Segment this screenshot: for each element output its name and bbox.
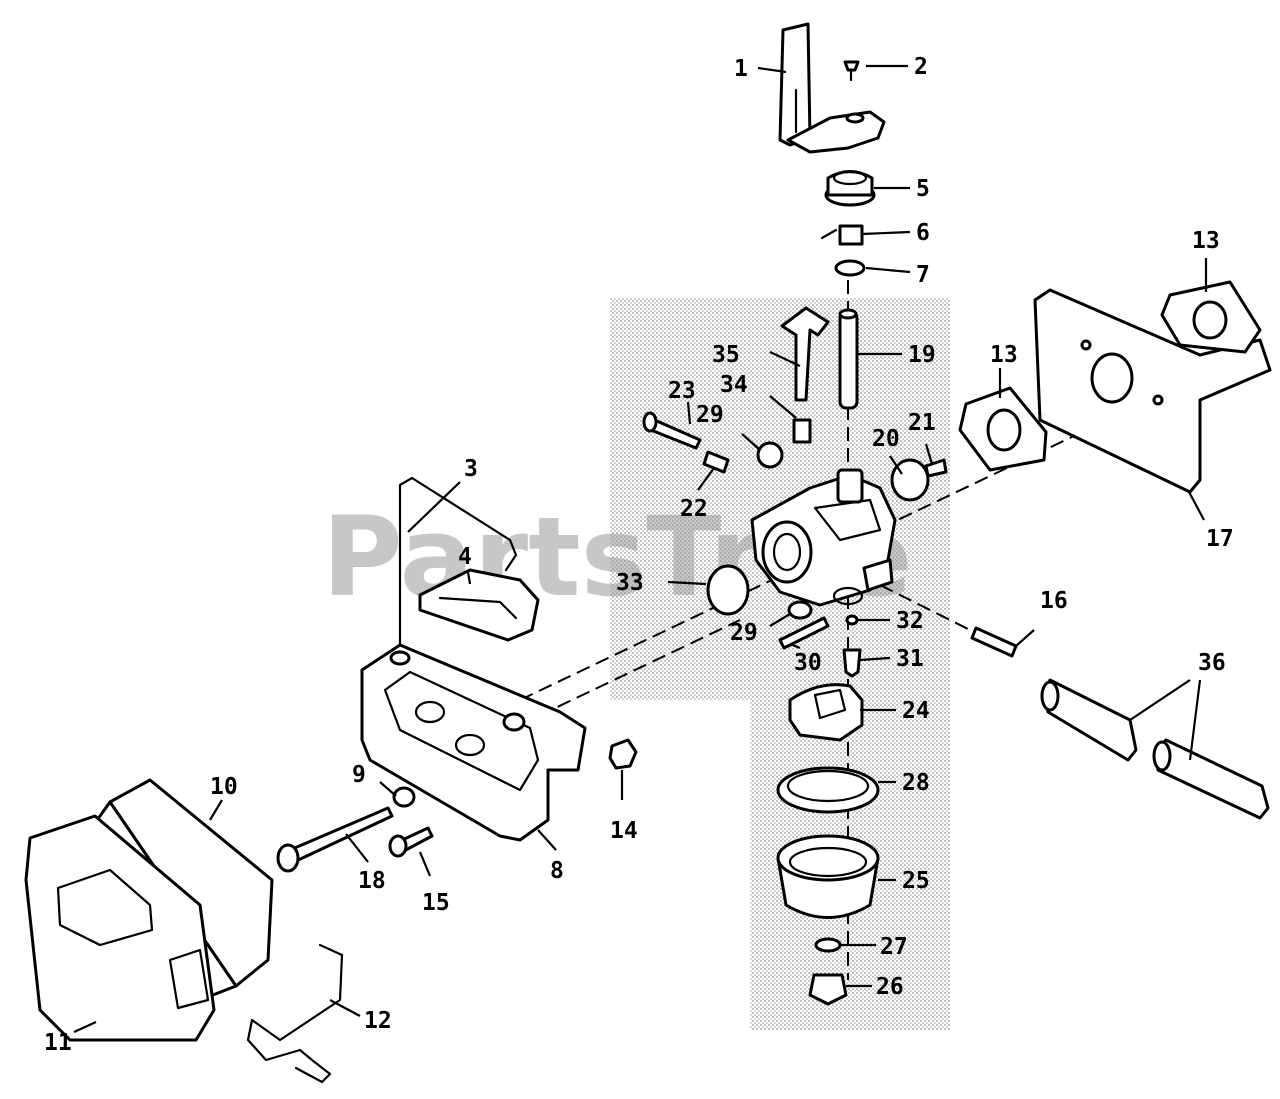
carburetor-gasket-upper-part	[1160, 280, 1262, 354]
callout-27: 27	[880, 934, 908, 960]
float-part	[788, 683, 864, 742]
idle-screw-part	[642, 411, 702, 450]
screw-part	[843, 60, 860, 82]
diaphragm-disc-part	[890, 458, 930, 502]
assembly-axis-main	[519, 394, 1161, 701]
callout-21: 21	[908, 410, 936, 436]
throttle-lever-part	[778, 22, 886, 154]
cover-clip-part	[246, 943, 344, 1084]
callout-18: 18	[358, 868, 386, 894]
small-pin-part	[924, 458, 948, 478]
idle-spring-part	[702, 450, 730, 474]
carburetor-body-part	[750, 468, 897, 607]
fuel-line-tubes-part	[1040, 678, 1270, 820]
intake-gasket-disc-part	[706, 564, 750, 616]
assembly-axis-bolt	[879, 584, 1011, 651]
callout-16: 16	[1040, 588, 1068, 614]
filter-bracket-part	[418, 568, 540, 642]
assembly-axis-secondary	[424, 619, 741, 771]
callout-32: 32	[896, 608, 924, 634]
callout-1: 1	[734, 56, 748, 82]
hex-nut-part	[608, 738, 638, 770]
bowl-gasket-ring-part	[776, 766, 880, 814]
float-pin-part	[778, 616, 830, 650]
spring-part	[820, 224, 864, 246]
callout-9: 9	[352, 762, 366, 788]
choke-lever-part	[780, 306, 830, 402]
callout-17: 17	[1206, 526, 1234, 552]
callout-11: 11	[44, 1030, 72, 1056]
callout-10: 10	[210, 774, 238, 800]
inlet-needle-part	[842, 648, 862, 678]
spacer-part	[392, 786, 416, 808]
callout-2: 2	[914, 54, 928, 80]
callout-5: 5	[916, 176, 930, 202]
welch-plug-upper-part	[756, 441, 784, 469]
callout-22: 22	[680, 496, 708, 522]
welch-plug-lower-part	[787, 600, 813, 620]
callout-13-upper: 13	[1192, 228, 1220, 254]
callout-7: 7	[916, 262, 930, 288]
callout-29-lower: 29	[730, 620, 758, 646]
short-screw-part	[388, 826, 434, 858]
choke-link-rod-part	[398, 476, 518, 657]
callout-29-upper: 29	[696, 402, 724, 428]
callout-33: 33	[616, 570, 644, 596]
callout-4: 4	[458, 544, 472, 570]
callout-6: 6	[916, 220, 930, 246]
washer-part	[834, 259, 866, 277]
callout-34: 34	[720, 372, 748, 398]
callout-labels: 1 2 5 6 7 35 19 34 23 29 21 20 22 13 13 …	[44, 54, 1234, 1056]
choke-spring-part	[792, 418, 812, 444]
clip-part	[845, 614, 859, 626]
callout-36: 36	[1198, 650, 1226, 676]
callout-25: 25	[902, 868, 930, 894]
callout-26: 26	[876, 974, 904, 1000]
carburetor-gasket-lower-part	[958, 386, 1048, 472]
leader-lines	[73, 64, 1208, 1034]
callout-23: 23	[668, 378, 696, 404]
callout-8: 8	[550, 858, 564, 884]
throttle-shaft-part	[838, 308, 859, 410]
callout-15: 15	[422, 890, 450, 916]
float-bowl-part	[776, 834, 880, 919]
callout-3: 3	[464, 456, 478, 482]
callout-28: 28	[902, 770, 930, 796]
callout-35: 35	[712, 342, 740, 368]
long-screw-part	[276, 806, 394, 873]
air-filter-cover-part	[24, 814, 216, 1042]
heat-insulator-plate-part	[1033, 288, 1272, 494]
callout-31: 31	[896, 646, 924, 672]
callout-14: 14	[610, 818, 638, 844]
callout-20: 20	[872, 426, 900, 452]
bowl-washer-part	[814, 937, 842, 953]
callout-19: 19	[908, 342, 936, 368]
throttle-spring-drum-part	[824, 170, 876, 207]
callout-24: 24	[902, 698, 930, 724]
callout-30: 30	[794, 650, 822, 676]
air-cleaner-base-part	[360, 643, 587, 842]
bowl-nut-part	[808, 973, 848, 1006]
callout-12: 12	[364, 1008, 392, 1034]
mounting-bolt-part	[970, 626, 1018, 658]
callout-13-lower: 13	[990, 342, 1018, 368]
